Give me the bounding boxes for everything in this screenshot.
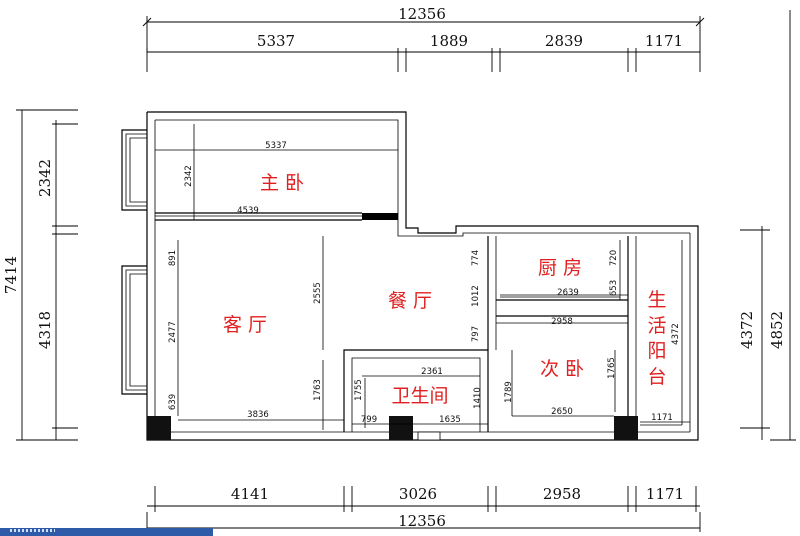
dim-2639: 2639 bbox=[557, 288, 579, 298]
room-balcony-1: 生 bbox=[647, 289, 666, 311]
bottom-seg-1: 4141 bbox=[231, 485, 269, 503]
dim-1171: 1171 bbox=[651, 413, 673, 423]
room-master-bedroom: 主 卧 bbox=[260, 172, 304, 194]
room-dining: 餐 厅 bbox=[388, 290, 432, 312]
door-opening bbox=[417, 431, 441, 441]
dim-master-depth: 2342 bbox=[184, 165, 194, 187]
left-dimensions: 7414 2342 4318 bbox=[2, 109, 78, 441]
dim-1012: 1012 bbox=[471, 285, 481, 307]
dim-799: 799 bbox=[361, 415, 377, 425]
top-seg-4: 1171 bbox=[645, 32, 683, 50]
column-middle bbox=[389, 416, 413, 440]
top-total-label: 12356 bbox=[398, 5, 446, 23]
dim-653: 653 bbox=[609, 280, 619, 296]
left-seg-1: 2342 bbox=[36, 159, 54, 197]
dim-2650: 2650 bbox=[551, 407, 573, 417]
dim-master-width: 5337 bbox=[265, 141, 287, 151]
inner-dimensions: 5337 2342 4539 891 2477 639 3836 2555 17… bbox=[155, 124, 690, 430]
taskbar-grip bbox=[10, 529, 55, 532]
dim-1763: 1763 bbox=[313, 379, 323, 401]
left-seg-2: 4318 bbox=[36, 311, 54, 349]
top-seg-1: 5337 bbox=[257, 32, 295, 50]
dim-2477: 2477 bbox=[168, 321, 178, 343]
bottom-seg-2: 3026 bbox=[399, 485, 437, 503]
top-seg-2: 1889 bbox=[430, 32, 468, 50]
right-seg-2: 4852 bbox=[768, 311, 786, 349]
room-kitchen: 厨 房 bbox=[538, 257, 582, 279]
room-labels: 主 卧 厨 房 餐 厅 客 厅 卫生间 次 卧 生 活 阳 台 bbox=[223, 172, 667, 407]
room-balcony-4: 台 bbox=[647, 366, 666, 388]
room-balcony-3: 阳 bbox=[647, 340, 666, 362]
dim-2555: 2555 bbox=[313, 282, 323, 304]
room-balcony-2: 活 bbox=[647, 315, 666, 337]
top-dimensions: 12356 5337 1889 2839 1171 bbox=[142, 5, 705, 72]
dim-3836: 3836 bbox=[247, 410, 269, 420]
top-seg-3: 2839 bbox=[545, 32, 583, 50]
dim-1765: 1765 bbox=[607, 357, 617, 379]
left-total-label: 7414 bbox=[2, 256, 20, 294]
dim-1410: 1410 bbox=[473, 387, 483, 409]
bottom-dimensions: 4141 3026 2958 1171 12356 bbox=[146, 485, 701, 532]
dim-1755: 1755 bbox=[354, 379, 364, 401]
column-left bbox=[147, 416, 171, 440]
right-dimensions: 4372 4852 bbox=[738, 10, 796, 441]
right-seg-1: 4372 bbox=[738, 311, 756, 349]
dim-1789: 1789 bbox=[504, 381, 514, 403]
bottom-total-label: 12356 bbox=[398, 512, 446, 530]
bottom-seg-3: 2958 bbox=[543, 485, 581, 503]
dim-891: 891 bbox=[168, 250, 178, 266]
bottom-seg-4: 1171 bbox=[646, 485, 684, 503]
dim-720: 720 bbox=[609, 250, 619, 266]
wall-segment bbox=[362, 213, 398, 220]
dim-4372: 4372 bbox=[671, 323, 681, 345]
dim-master-inner: 4539 bbox=[237, 206, 259, 216]
column-right bbox=[614, 416, 638, 440]
dim-639: 639 bbox=[168, 394, 178, 410]
dim-797: 797 bbox=[471, 326, 481, 342]
room-bathroom: 卫生间 bbox=[391, 385, 448, 407]
dim-774: 774 bbox=[471, 250, 481, 266]
dim-2958: 2958 bbox=[551, 317, 573, 327]
dim-1635: 1635 bbox=[439, 415, 461, 425]
room-living: 客 厅 bbox=[223, 314, 267, 336]
taskbar-strip bbox=[0, 528, 213, 536]
room-second-bedroom: 次 卧 bbox=[540, 358, 584, 380]
dim-2361: 2361 bbox=[421, 367, 443, 377]
walls bbox=[121, 111, 699, 441]
